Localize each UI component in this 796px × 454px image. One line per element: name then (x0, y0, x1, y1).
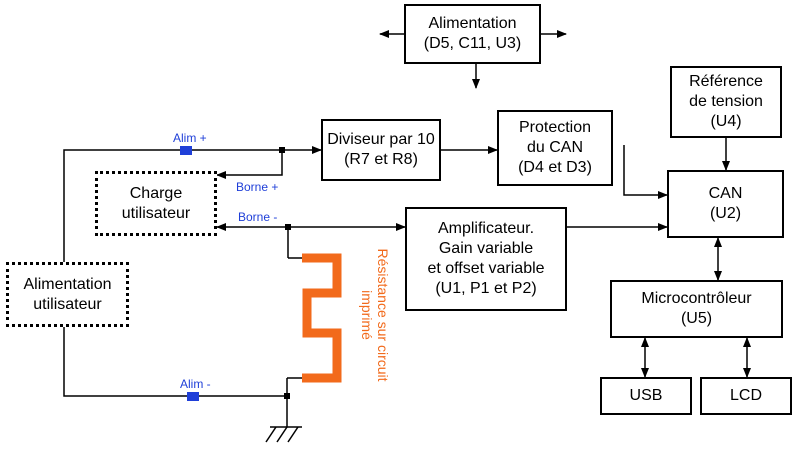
label-alim-minus: Alim - (180, 377, 211, 391)
label-borne-plus: Borne + (236, 180, 279, 194)
block-reference-line-1: Référence (689, 73, 763, 90)
block-usb-label: USB (629, 387, 663, 404)
wire-borne-plus (216, 150, 283, 179)
block-micro-line-1: Microcontrôleur (641, 290, 752, 307)
block-usb: USB (600, 377, 692, 415)
label-alim-plus: Alim + (173, 131, 207, 145)
block-protection-can: Protection du CAN (D4 et D3) (497, 110, 613, 186)
junction-dot (284, 393, 290, 399)
terminal-alim-minus (187, 392, 199, 401)
block-amplificateur-line-3: et offset variable (427, 260, 545, 277)
wire-protection-can (623, 145, 668, 199)
block-micro-line-2: (U5) (680, 310, 713, 327)
terminal-alim-plus (180, 146, 192, 155)
block-diviseur: Diviseur par 10 (R7 et R8) (321, 119, 441, 181)
block-charge-line-2: utilisateur (121, 204, 191, 222)
junction-dot (279, 147, 285, 153)
block-amplificateur-line-4: (U1, P1 et P2) (435, 280, 537, 297)
block-alim-utilisateur-line-2: utilisateur (33, 295, 102, 313)
label-borne-minus: Borne - (238, 210, 278, 224)
block-protection-line-2: du CAN (526, 139, 584, 156)
block-alim-utilisateur-line-1: Alimentation (23, 275, 112, 293)
block-amplificateur-line-2: Gain variable (438, 240, 534, 257)
block-microcontroleur: Microcontrôleur (U5) (610, 280, 783, 338)
block-lcd: LCD (700, 377, 792, 415)
block-charge-line-1: Charge (129, 184, 183, 202)
block-amplificateur: Amplificateur. Gain variable et offset v… (405, 207, 567, 311)
block-alimentation-line-2: (D5, C11, U3) (423, 35, 522, 52)
ground-icon (265, 426, 302, 443)
block-charge-utilisateur: Charge utilisateur (95, 171, 217, 236)
wire-alim-plus (63, 149, 282, 264)
block-lcd-label: LCD (729, 387, 762, 404)
block-protection-line-3: (D4 et D3) (518, 159, 592, 176)
block-protection-line-1: Protection (518, 119, 592, 136)
label-resistance-line-1: Résistance sur circuit (375, 248, 391, 382)
block-alimentation-line-1: Alimentation (428, 15, 517, 32)
block-reference-line-3: (U4) (710, 113, 742, 130)
block-diviseur-line-2: (R7 et R8) (344, 151, 418, 168)
block-alimentation-utilisateur: Alimentation utilisateur (6, 262, 129, 327)
block-can: CAN (U2) (667, 170, 784, 238)
pcb-resistance-trace (302, 253, 342, 383)
block-diviseur-line-1: Diviseur par 10 (327, 131, 435, 148)
junction-dot (285, 224, 291, 230)
block-reference-line-2: de tension (689, 93, 763, 110)
block-alimentation: Alimentation (D5, C11, U3) (404, 4, 541, 64)
label-resistance-line-2: imprimé (359, 290, 375, 340)
block-reference-tension: Référence de tension (U4) (670, 66, 782, 138)
block-amplificateur-line-1: Amplificateur. (437, 220, 535, 237)
block-can-line-1: CAN (708, 185, 743, 202)
wire-alim-minus (63, 326, 287, 397)
block-can-line-2: (U2) (709, 205, 742, 222)
